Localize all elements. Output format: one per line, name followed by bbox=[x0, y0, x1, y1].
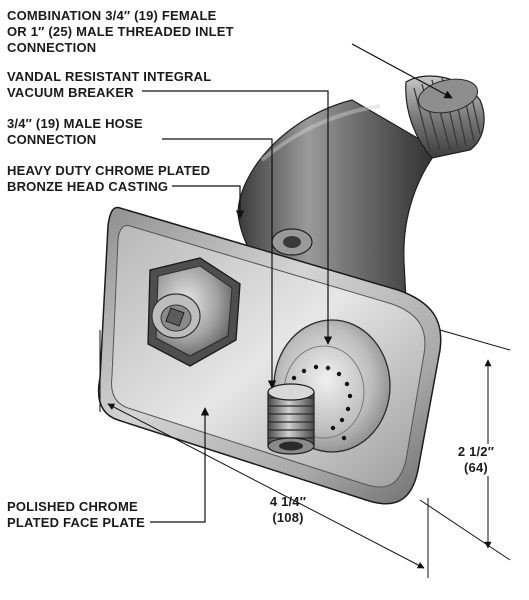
face-plate-callout-line-1: POLISHED CHROME bbox=[7, 499, 138, 514]
inlet-callout: COMBINATION 3/4″ (19) FEMALE OR 1″ (25) … bbox=[7, 8, 234, 56]
width-dimension-metric: (108) bbox=[272, 510, 304, 525]
width-dimension-label: 4 1/4″ (108) bbox=[258, 494, 318, 526]
hose-nozzle bbox=[267, 383, 315, 455]
face-plate-callout-line-2: PLATED FACE PLATE bbox=[7, 515, 145, 530]
height-dimension-imperial: 2 1/2″ bbox=[457, 444, 495, 459]
width-dimension-arrow bbox=[107, 403, 425, 569]
dimension-lines bbox=[99, 329, 511, 578]
height-dimension-label: 2 1/2″ (64) bbox=[446, 444, 506, 476]
hose-callout: 3/4″ (19) MALE HOSE CONNECTION bbox=[7, 116, 143, 148]
face-plate-callout: POLISHED CHROME PLATED FACE PLATE bbox=[7, 499, 145, 531]
hose-callout-line-1: 3/4″ (19) MALE HOSE bbox=[7, 116, 143, 131]
head-casting-callout: HEAVY DUTY CHROME PLATED BRONZE HEAD CAS… bbox=[7, 163, 210, 195]
casting-screw bbox=[271, 228, 313, 256]
head-casting-callout-line-1: HEAVY DUTY CHROME PLATED bbox=[7, 163, 211, 178]
vacuum-breaker-callout-line-1: VANDAL RESISTANT INTEGRAL bbox=[7, 69, 212, 84]
vacuum-breaker-leader-line bbox=[142, 90, 333, 345]
head-casting-leader-line bbox=[172, 185, 245, 219]
inlet-callout-line-3: CONNECTION bbox=[7, 40, 97, 55]
height-extension-bottom bbox=[419, 499, 511, 561]
height-extension-top bbox=[439, 329, 511, 351]
hose-leader-line bbox=[162, 138, 277, 389]
vacuum-breaker-callout-line-2: VACUUM BREAKER bbox=[7, 85, 134, 100]
hose-callout-line-2: CONNECTION bbox=[7, 132, 97, 147]
inlet-leader-line bbox=[351, 43, 453, 99]
width-dimension-imperial: 4 1/4″ bbox=[269, 494, 307, 509]
vacuum-breaker-callout: VANDAL RESISTANT INTEGRAL VACUUM BREAKER bbox=[7, 69, 211, 101]
inlet-callout-line-1: COMBINATION 3/4″ (19) FEMALE bbox=[7, 8, 217, 23]
inlet-callout-line-2: OR 1″ (25) MALE THREADED INLET bbox=[7, 24, 234, 39]
height-dimension-metric: (64) bbox=[464, 460, 488, 475]
hex-valve-nut bbox=[147, 257, 241, 367]
head-casting-callout-line-2: BRONZE HEAD CASTING bbox=[7, 179, 169, 194]
